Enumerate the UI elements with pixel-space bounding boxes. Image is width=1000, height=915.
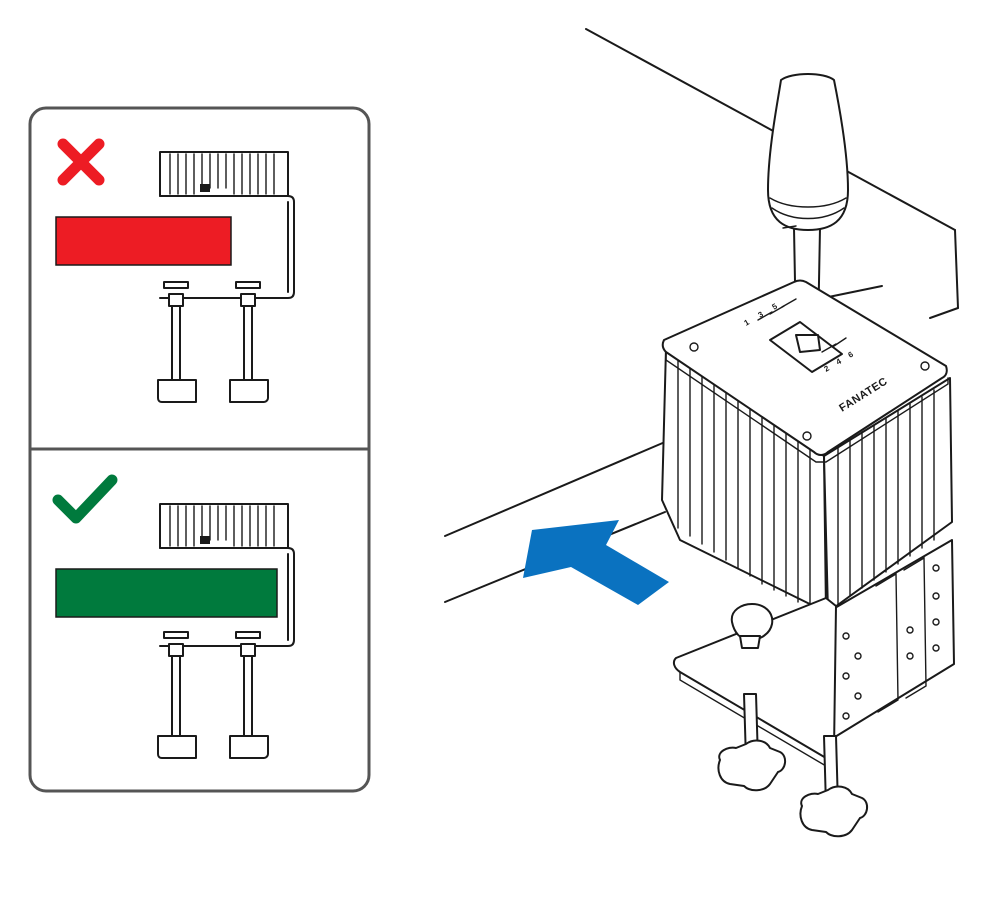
clamp-screws — [157, 631, 269, 759]
clamp-holes — [842, 564, 940, 720]
cross-icon — [57, 138, 105, 186]
desk-position-bar-correct — [55, 568, 278, 618]
arrow-right-icon — [523, 520, 669, 605]
gear-label-5: 5 — [771, 301, 780, 311]
gear-label-6: 6 — [847, 349, 856, 359]
info-panel — [28, 106, 371, 793]
cooling-fins-right — [837, 389, 935, 605]
cooling-fins-left — [677, 359, 811, 608]
shifter-body: 1 3 5 2 4 6 FANATEC — [661, 279, 953, 613]
gear-label-4: 4 — [835, 356, 844, 366]
gear-label-2: 2 — [823, 363, 832, 373]
panel-correct — [52, 474, 295, 759]
shifter-base-detail — [159, 503, 289, 549]
desk-clamp — [672, 539, 955, 838]
shifter-base-detail — [159, 151, 289, 197]
panel-incorrect — [55, 138, 295, 403]
desk-position-bar-incorrect — [55, 216, 232, 266]
gear-label-1: 1 — [743, 317, 752, 327]
clamp-screws — [157, 281, 269, 403]
gear-label-3: 3 — [757, 309, 766, 319]
check-icon — [52, 474, 118, 524]
